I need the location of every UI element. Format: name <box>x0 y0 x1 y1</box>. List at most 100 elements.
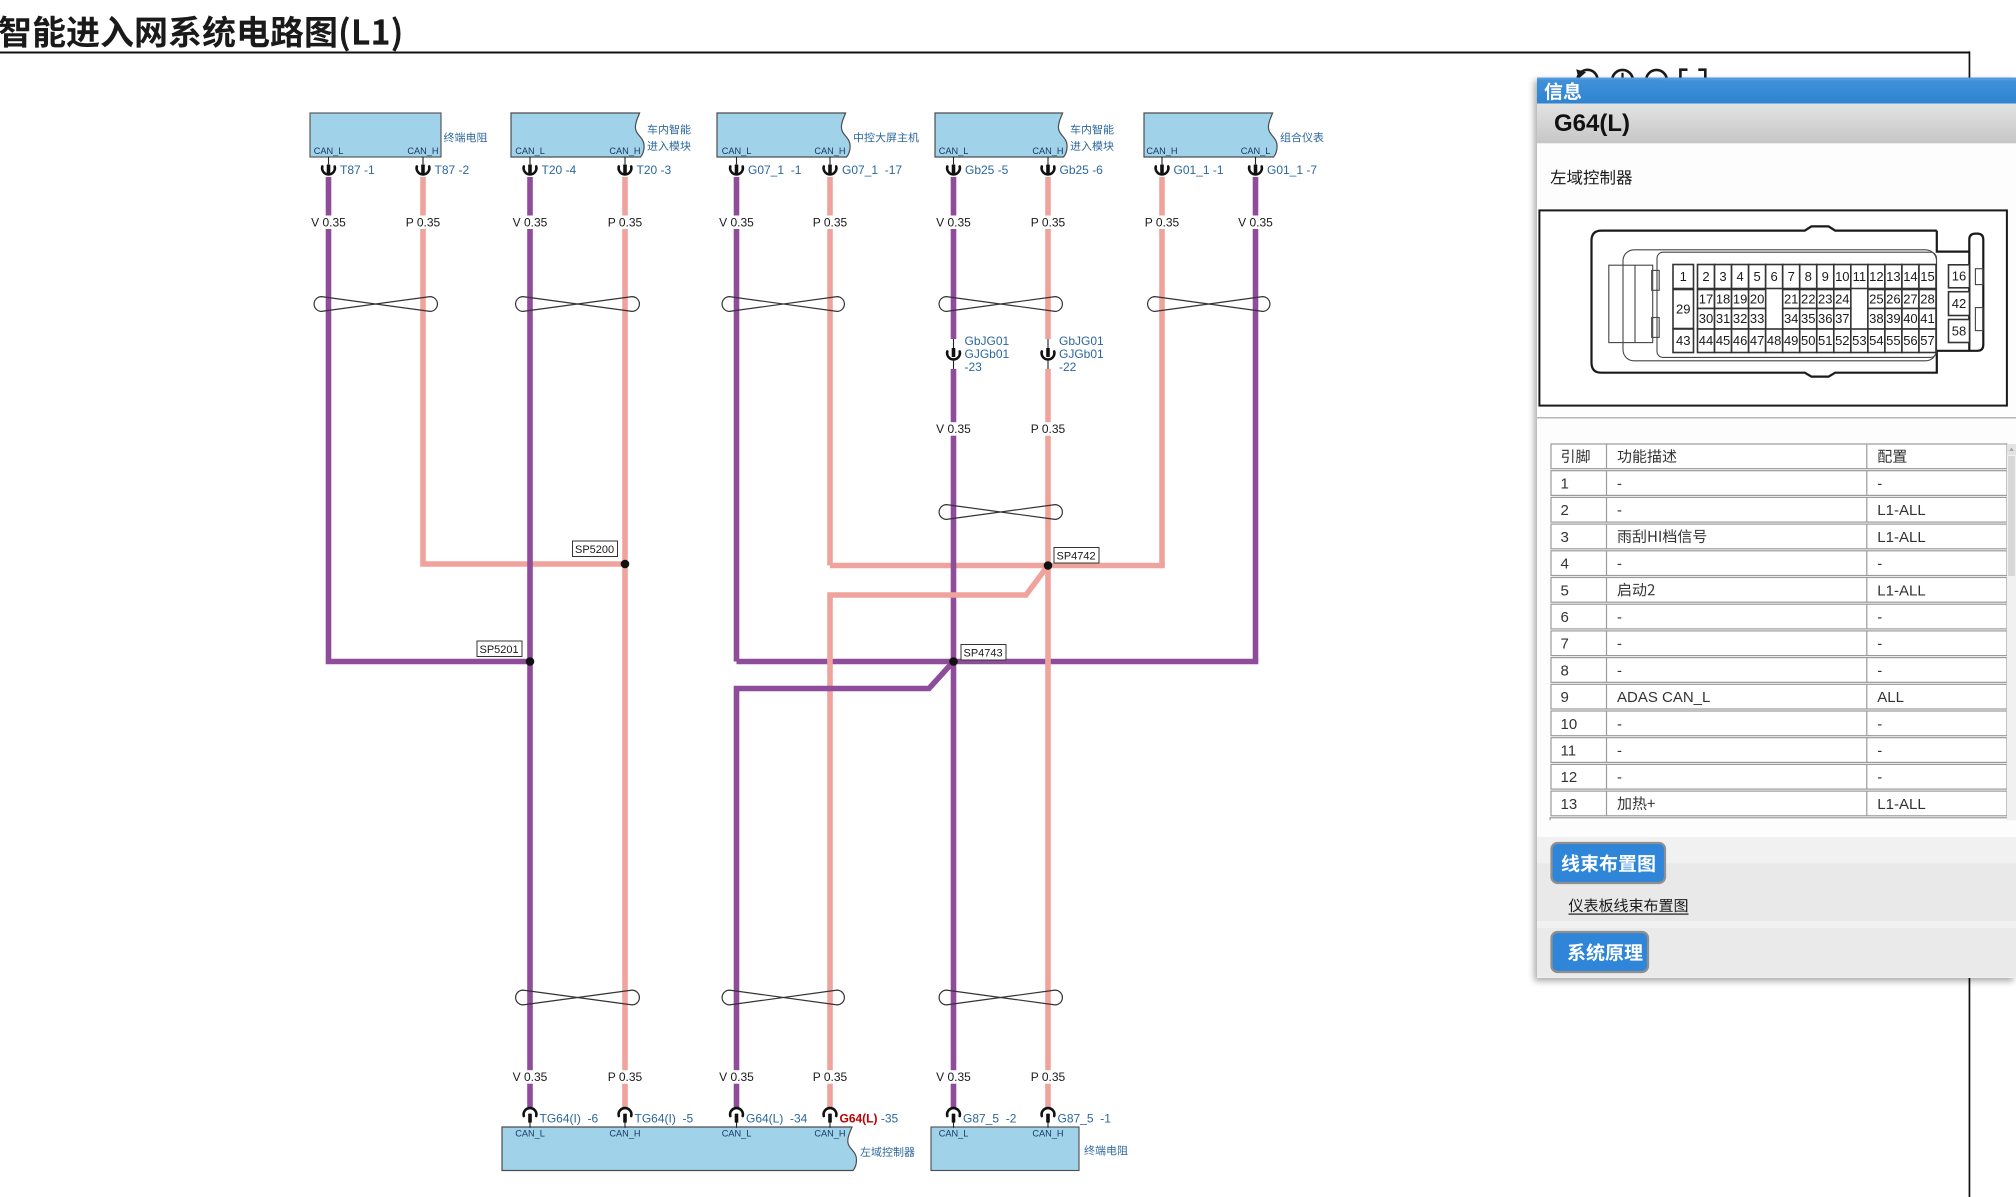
svg-text:10: 10 <box>1561 716 1578 733</box>
svg-text:SP4742: SP4742 <box>1057 551 1096 563</box>
svg-text:CAN_H: CAN_H <box>407 146 438 156</box>
svg-text:18: 18 <box>1716 291 1730 306</box>
svg-text:CAN_L: CAN_L <box>722 146 752 156</box>
svg-text:P 0.35: P 0.35 <box>608 1070 643 1084</box>
svg-text:G01_1 -1: G01_1 -1 <box>1174 163 1224 177</box>
svg-text:23: 23 <box>1818 291 1832 306</box>
svg-text:5: 5 <box>1561 582 1569 599</box>
svg-text:12: 12 <box>1561 769 1578 786</box>
svg-text:GJGb01: GJGb01 <box>965 347 1010 361</box>
svg-text:-: - <box>1617 556 1622 573</box>
svg-text:-: - <box>1877 743 1882 760</box>
svg-text:V 0.35: V 0.35 <box>936 1070 971 1084</box>
svg-text:G07_1 -1: G07_1 -1 <box>748 163 802 177</box>
svg-text:33: 33 <box>1750 311 1764 326</box>
svg-text:-23: -23 <box>965 360 983 374</box>
svg-text:L1-ALL: L1-ALL <box>1877 502 1925 519</box>
svg-text:P 0.35: P 0.35 <box>1145 215 1180 229</box>
svg-text:16: 16 <box>1952 269 1966 284</box>
svg-text:51: 51 <box>1818 333 1832 348</box>
svg-text:58: 58 <box>1952 323 1966 338</box>
svg-text:7: 7 <box>1788 269 1795 284</box>
svg-text:44: 44 <box>1699 333 1713 348</box>
svg-text:-: - <box>1877 556 1882 573</box>
svg-text:28: 28 <box>1920 291 1934 306</box>
svg-text:-: - <box>1877 662 1882 679</box>
svg-text:56: 56 <box>1903 333 1917 348</box>
svg-text:CAN_H: CAN_H <box>1146 146 1177 156</box>
svg-text:CAN_H: CAN_H <box>609 146 640 156</box>
svg-text:SP4743: SP4743 <box>964 648 1003 660</box>
svg-text:14: 14 <box>1903 269 1917 284</box>
svg-text:30: 30 <box>1699 311 1713 326</box>
svg-text:-: - <box>1877 769 1882 786</box>
svg-text:55: 55 <box>1886 333 1900 348</box>
svg-text:2: 2 <box>1561 502 1569 519</box>
svg-text:T87 -1: T87 -1 <box>340 163 375 177</box>
svg-text:CAN_L: CAN_L <box>515 1129 545 1139</box>
svg-text:CAN_L: CAN_L <box>722 1129 752 1139</box>
svg-text:P 0.35: P 0.35 <box>1031 422 1066 436</box>
svg-text:11: 11 <box>1853 269 1867 284</box>
svg-text:9: 9 <box>1561 689 1569 706</box>
svg-text:G87_5 -1: G87_5 -1 <box>1058 1112 1112 1126</box>
svg-text:1: 1 <box>1680 269 1687 284</box>
svg-text:V 0.35: V 0.35 <box>719 215 754 229</box>
svg-text:40: 40 <box>1903 311 1917 326</box>
svg-text:G07_1 -17: G07_1 -17 <box>842 163 902 177</box>
svg-text:29: 29 <box>1676 301 1690 316</box>
svg-text:L1-ALL: L1-ALL <box>1877 529 1925 546</box>
svg-text:38: 38 <box>1869 311 1883 326</box>
svg-text:50: 50 <box>1801 333 1815 348</box>
svg-text:4: 4 <box>1561 556 1569 573</box>
svg-text:TG64(I) -5: TG64(I) -5 <box>635 1112 694 1126</box>
svg-text:54: 54 <box>1869 333 1883 348</box>
svg-text:1: 1 <box>1561 475 1569 492</box>
svg-text:17: 17 <box>1699 291 1713 306</box>
svg-text:T20 -3: T20 -3 <box>637 163 672 177</box>
svg-text:V 0.35: V 0.35 <box>311 215 346 229</box>
svg-text:CAN_L: CAN_L <box>515 146 545 156</box>
svg-text:G01_1 -7: G01_1 -7 <box>1267 163 1317 177</box>
svg-text:39: 39 <box>1886 311 1900 326</box>
svg-text:-22: -22 <box>1059 360 1077 374</box>
svg-text:47: 47 <box>1750 333 1764 348</box>
svg-text:G64(L): G64(L) <box>1554 110 1630 137</box>
svg-text:24: 24 <box>1835 291 1849 306</box>
svg-text:Gb25 -6: Gb25 -6 <box>1060 163 1104 177</box>
svg-text:22: 22 <box>1801 291 1815 306</box>
svg-text:26: 26 <box>1886 291 1900 306</box>
svg-text:25: 25 <box>1869 291 1883 306</box>
svg-text:41: 41 <box>1920 311 1934 326</box>
svg-text:V 0.35: V 0.35 <box>936 422 971 436</box>
svg-text:P 0.35: P 0.35 <box>1031 1070 1066 1084</box>
svg-text:3: 3 <box>1561 529 1569 546</box>
svg-text:ADAS CAN_L: ADAS CAN_L <box>1617 689 1710 706</box>
svg-text:8: 8 <box>1805 269 1812 284</box>
svg-text:15: 15 <box>1920 269 1934 284</box>
svg-text:P 0.35: P 0.35 <box>813 215 848 229</box>
svg-text:7: 7 <box>1561 636 1569 653</box>
svg-text:-: - <box>1617 716 1622 733</box>
svg-text:T87 -2: T87 -2 <box>435 163 470 177</box>
svg-text:TG64(I) -6: TG64(I) -6 <box>540 1112 599 1126</box>
svg-text:G87_5 -2: G87_5 -2 <box>963 1112 1017 1126</box>
svg-text:21: 21 <box>1784 291 1798 306</box>
svg-text:-: - <box>1877 475 1882 492</box>
svg-text:34: 34 <box>1784 311 1798 326</box>
svg-text:6: 6 <box>1771 269 1778 284</box>
svg-text:4: 4 <box>1736 269 1743 284</box>
svg-text:45: 45 <box>1716 333 1730 348</box>
svg-text:P 0.35: P 0.35 <box>813 1070 848 1084</box>
svg-text:-: - <box>1617 662 1622 679</box>
svg-text:V 0.35: V 0.35 <box>719 1070 754 1084</box>
svg-text:-: - <box>1617 475 1622 492</box>
svg-text:12: 12 <box>1869 269 1883 284</box>
svg-text:46: 46 <box>1733 333 1747 348</box>
svg-text:CAN_L: CAN_L <box>939 146 969 156</box>
svg-text:20: 20 <box>1750 291 1764 306</box>
svg-text:P 0.35: P 0.35 <box>406 215 441 229</box>
svg-text:-: - <box>1617 743 1622 760</box>
svg-text:ALL: ALL <box>1877 689 1904 706</box>
svg-text:CAN_L: CAN_L <box>1241 146 1271 156</box>
